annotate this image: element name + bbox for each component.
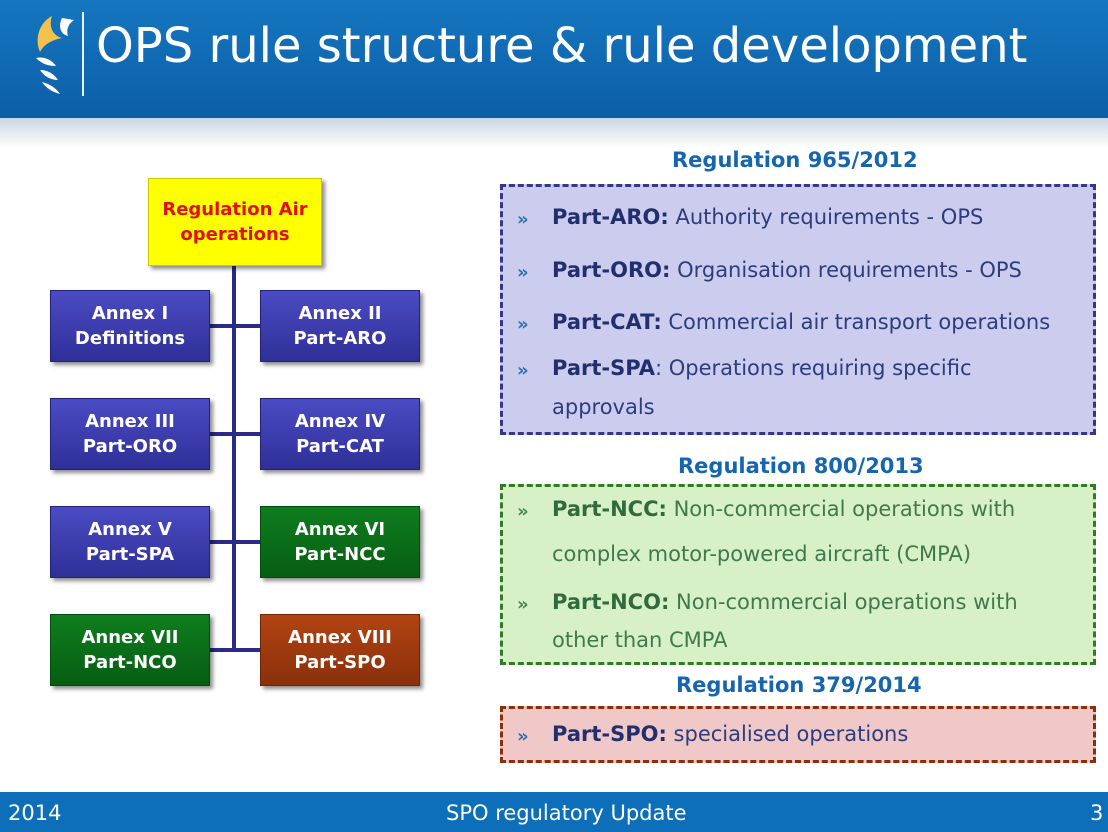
footer-year: 2014 [8,801,62,825]
bullet-icon: » [517,726,529,747]
bullet-icon: » [517,360,529,381]
list-item: Part-SPA: Operations requiring specific [552,356,972,380]
annex-box-5: Annex V Part-SPA [50,506,210,578]
annex-box-1: Annex I Definitions [50,290,210,362]
regulation-title: Regulation 800/2013 [678,454,924,478]
annex-box-4: Annex IV Part-CAT [260,398,420,470]
part-name: Part-SPO: [552,722,667,746]
list-item-continuation: complex motor-powered aircraft (CMPA) [552,542,972,566]
part-name: Part-NCC: [552,497,667,521]
part-description: Non-commercial operations with [669,590,1018,614]
annex-box-7: Annex VII Part-NCO [50,614,210,686]
list-item-continuation: approvals [552,395,655,419]
part-name: Part-ARO: [552,205,669,229]
org-chart-connectors [208,264,262,652]
annex-box-8: Annex VIII Part-SPO [260,614,420,686]
annex-box-3: Annex III Part-ORO [50,398,210,470]
bullet-icon: » [517,594,529,615]
annex-box-6: Annex VI Part-NCC [260,506,420,578]
regulation-title: Regulation 379/2014 [676,673,922,697]
part-name: Part-NCO: [552,590,670,614]
list-item: Part-ARO: Authority requirements - OPS [552,205,983,229]
part-description: Organisation requirements - OPS [670,258,1022,282]
list-item: Part-NCO: Non-commercial operations with [552,590,1018,614]
part-name: Part-CAT: [552,310,662,334]
footer-subject: SPO regulatory Update [446,801,687,825]
page-number: 3 [1090,801,1104,825]
slide-footer: 2014 SPO regulatory Update 3 [0,792,1108,832]
bullet-icon: » [517,501,529,522]
part-description: Authority requirements - OPS [668,205,984,229]
annex-box-2: Annex II Part-ARO [260,290,420,362]
bullet-icon: » [517,262,529,283]
part-description: specialised operations [666,722,909,746]
header-shadow [0,118,1108,148]
logo-divider [82,12,84,96]
list-item: Part-ORO: Organisation requirements - OP… [552,258,1022,282]
regulation-title: Regulation 965/2012 [672,148,918,172]
part-name: Part-ORO: [552,258,671,282]
list-item-continuation: other than CMPA [552,628,728,652]
easa-logo-icon [36,16,74,94]
part-description: : Operations requiring specific [654,356,972,380]
bullet-icon: » [517,314,529,335]
slide-title: OPS rule structure & rule development [96,18,1028,74]
part-description: Non-commercial operations with [666,497,1016,521]
regulation-panel-800: » Part-NCC: Non-commercial operations wi… [500,484,1096,665]
list-item: Part-NCC: Non-commercial operations with [552,497,1015,521]
slide-header: OPS rule structure & rule development [0,0,1108,122]
part-description: Commercial air transport operations [661,310,1051,334]
list-item: Part-SPO: specialised operations [552,722,908,746]
bullet-icon: » [517,209,529,230]
regulation-panel-965: » Part-ARO: Authority requirements - OPS… [500,184,1096,435]
root-box-regulation-air-operations: Regulation Air operations [148,178,322,266]
regulation-panel-379: » Part-SPO: specialised operations [500,706,1096,763]
list-item: Part-CAT: Commercial air transport opera… [552,310,1050,334]
part-name: Part-SPA [552,356,655,380]
